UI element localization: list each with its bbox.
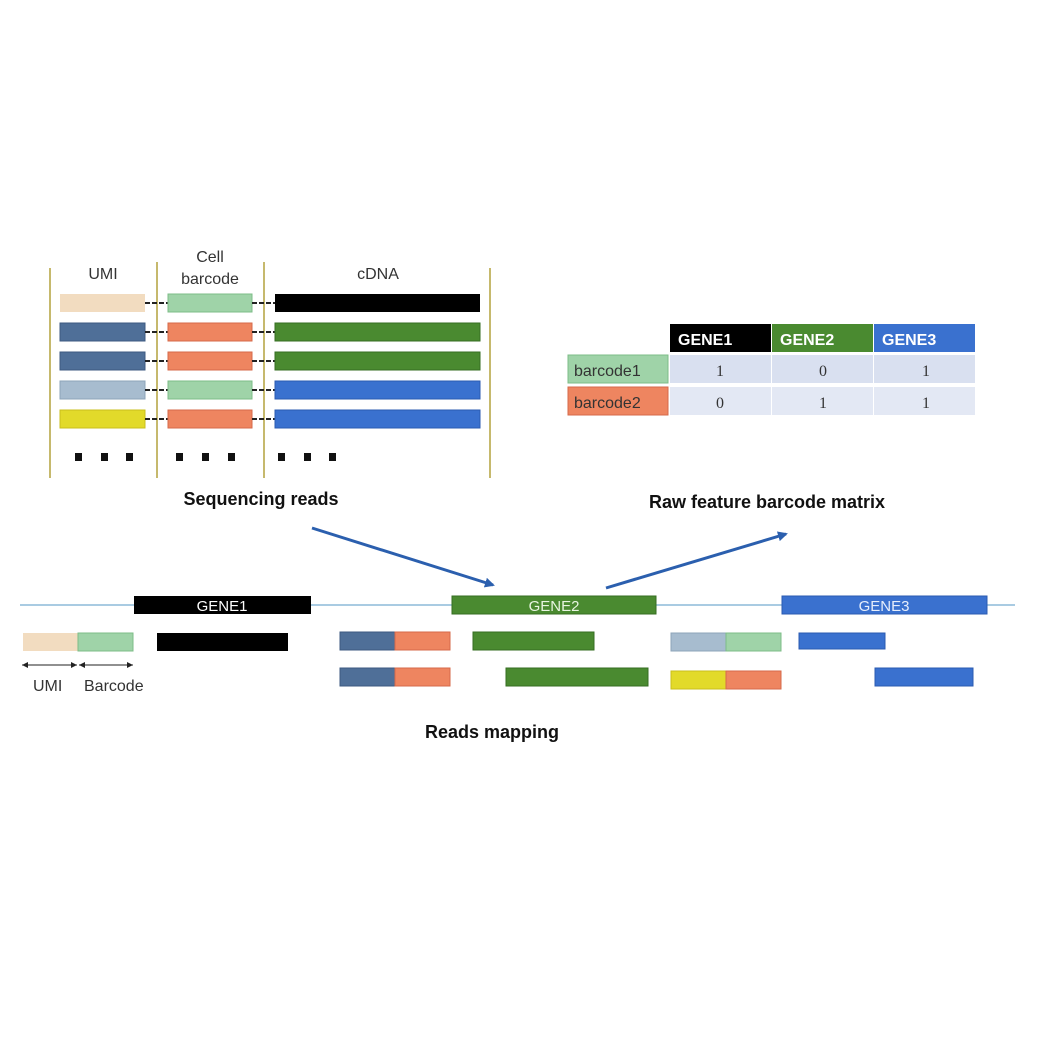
barcode-segment: [167, 380, 253, 400]
cdna-segment: [274, 351, 481, 371]
matrix-header-gene2-cell: [772, 324, 873, 352]
read-row: [59, 322, 481, 342]
mapped-read-barcode-tag: [670, 632, 782, 652]
ellipsis-umi: [75, 453, 133, 461]
legend-barcode-arrow-left: [79, 662, 85, 668]
barcode-segment: [167, 322, 253, 342]
gene2-track-label: GENE2: [529, 598, 580, 615]
matrix-cell: [874, 355, 975, 383]
column-header-barcode-line2: barcode: [181, 271, 239, 288]
mapped-read-gene2: [472, 631, 595, 651]
mapped-read-barcode-tag: [670, 670, 782, 690]
mapped-read-gene2: [505, 667, 649, 687]
matrix-caption: Raw feature barcode matrix: [649, 492, 885, 512]
mapped-read-barcode-tag: [339, 667, 451, 687]
matrix-cell: [772, 387, 873, 415]
umi-segment: [59, 380, 146, 400]
matrix-value: 1: [716, 363, 724, 380]
cdna-segment: [274, 380, 481, 400]
barcode-segment: [167, 293, 253, 313]
umi-segment: [59, 351, 146, 371]
umi-segment: [59, 322, 146, 342]
read-row: [59, 351, 481, 371]
arrow-reads-to-mapping: [311, 526, 495, 588]
column-header-barcode-line1: Cell: [196, 249, 224, 266]
barcode-segment: [167, 409, 253, 429]
column-header-umi: UMI: [88, 266, 117, 283]
sequencing-reads-panel: UMI Cell barcode cDNA: [49, 249, 491, 509]
matrix-value: 1: [922, 363, 930, 380]
matrix-row-label-barcode2: barcode2: [574, 395, 641, 412]
mapped-read-gene3: [798, 632, 886, 650]
matrix-row-label-cell: [567, 386, 669, 416]
gene3-track: [781, 595, 988, 615]
read-row: [59, 409, 481, 429]
matrix-value: 0: [819, 363, 827, 380]
reads-mapping-panel: GENE1 GENE2 GENE3 UMI Barcode: [20, 595, 1015, 742]
matrix-header-gene2: GENE2: [780, 332, 834, 349]
matrix-value: 1: [819, 395, 827, 412]
cdna-segment: [274, 322, 481, 342]
matrix-row-label-barcode1: barcode1: [574, 363, 641, 380]
matrix-header-gene1-cell: [670, 324, 771, 352]
mapped-read-barcode-tag: [339, 631, 451, 651]
read-row: [60, 293, 480, 313]
gene3-track-label: GENE3: [859, 598, 910, 615]
reads-mapping-caption: Reads mapping: [425, 722, 559, 742]
mapped-read-gene3: [874, 667, 974, 687]
barcode-segment: [167, 351, 253, 371]
matrix-cell: [772, 355, 873, 383]
legend-barcode-segment: [77, 632, 134, 652]
gene2-track: [451, 595, 657, 615]
matrix-row-label-cell: [567, 354, 669, 384]
legend-barcode-label: Barcode: [84, 678, 144, 695]
legend-umi-arrow-left: [22, 662, 28, 668]
matrix-cell: [874, 387, 975, 415]
ellipsis-barcode: [176, 453, 235, 461]
read-row: [59, 380, 481, 400]
legend-umi-label: UMI: [33, 678, 62, 695]
sequencing-reads-caption: Sequencing reads: [183, 489, 338, 509]
legend-umi-arrow-right: [71, 662, 77, 668]
umi-segment: [59, 409, 146, 429]
cdna-segment: [275, 294, 480, 312]
column-header-cdna: cDNA: [357, 266, 399, 283]
matrix-header-gene3: GENE3: [882, 332, 936, 349]
matrix-value: 1: [922, 395, 930, 412]
legend-umi-segment: [23, 633, 78, 651]
matrix-value: 0: [716, 395, 724, 412]
matrix-header-gene1: GENE1: [678, 332, 732, 349]
matrix-cell: [670, 387, 771, 415]
arrow-mapping-to-matrix: [605, 531, 788, 590]
feature-barcode-matrix: GENE1 GENE2 GENE3 barcode1 1 0 1 barcode…: [567, 324, 975, 512]
gene1-track-label: GENE1: [197, 598, 248, 615]
matrix-cell: [670, 355, 771, 383]
umi-segment: [60, 294, 145, 312]
ellipsis-cdna: [278, 453, 336, 461]
cdna-segment: [274, 409, 481, 429]
mapped-read-gene1: [157, 633, 288, 651]
gene1-track: [134, 596, 311, 614]
matrix-header-gene3-cell: [874, 324, 975, 352]
legend-barcode-arrow-right: [127, 662, 133, 668]
